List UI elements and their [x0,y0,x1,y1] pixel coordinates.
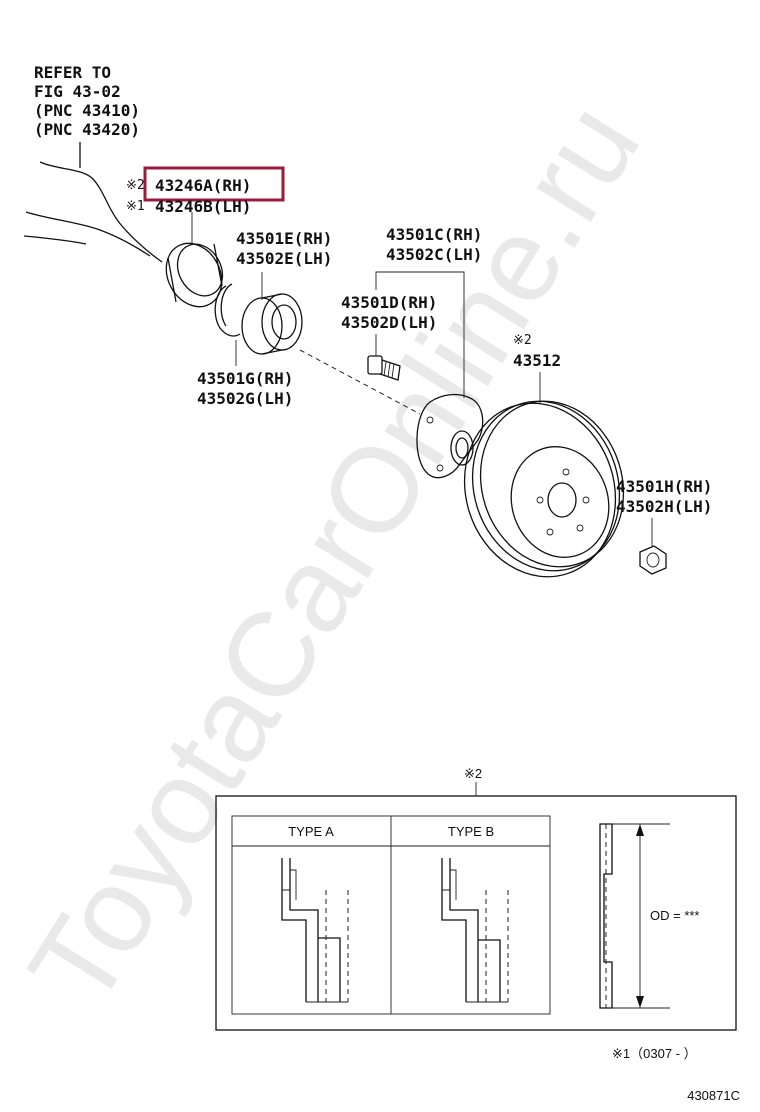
part-43502e-label[interactable]: 43502E(LH) [236,249,332,268]
part-43502c-label[interactable]: 43502C(LH) [386,245,482,264]
part-43501c-label[interactable]: 43501C(RH) [386,225,482,244]
dust-deflector[interactable] [156,234,233,317]
refer-line-2: FIG 43-02 [34,82,121,101]
refer-line-3: (PNC 43410) [34,101,140,120]
snap-ring[interactable] [214,283,241,337]
mark-43246b: ※1 [126,199,145,214]
part-43512-label[interactable]: 43512 [513,351,561,370]
part-43246a-label[interactable]: 43246A(RH) [155,176,251,195]
figure-id: 430871C [687,1088,740,1103]
part-43501h-label[interactable]: 43501H(RH) [616,477,712,496]
mark-43246a: ※2 [126,178,145,193]
hub-nut[interactable] [639,545,667,575]
inset-frame [215,795,737,1031]
watermark: ToyotaCarOnline.ru [3,81,664,1029]
knuckle-outline [23,161,163,263]
refer-line-1: REFER TO [34,63,111,82]
hub-bolt[interactable] [367,355,401,381]
refer-line-4: (PNC 43420) [34,120,140,139]
assembly-axis [299,349,421,415]
inset-mark: ※2 [464,766,482,781]
od-label: OD = *** [650,908,700,923]
highlight-box[interactable] [143,166,285,202]
part-43502d-label[interactable]: 43502D(LH) [341,313,437,332]
disc-od-profile [599,823,670,1009]
bracket-43501c [375,271,465,398]
axle-hub[interactable] [416,393,484,479]
type-b-header: TYPE B [448,824,494,839]
mark-43512: ※2 [513,333,532,348]
part-43502h-label[interactable]: 43502H(LH) [616,497,712,516]
type-a-profile [281,858,349,1003]
part-43246b-label[interactable]: 43246B(LH) [155,197,251,216]
part-43501d-label[interactable]: 43501D(RH) [341,293,437,312]
brake-disc[interactable] [442,382,644,597]
type-b-profile [441,858,509,1003]
part-43502g-label[interactable]: 43502G(LH) [197,389,293,408]
hub-bearing[interactable] [241,293,303,355]
type-a-header: TYPE A [288,824,334,839]
footnote: ※1（0307 - ） [612,1046,697,1061]
part-43501g-label[interactable]: 43501G(RH) [197,369,293,388]
part-43501e-label[interactable]: 43501E(RH) [236,229,332,248]
